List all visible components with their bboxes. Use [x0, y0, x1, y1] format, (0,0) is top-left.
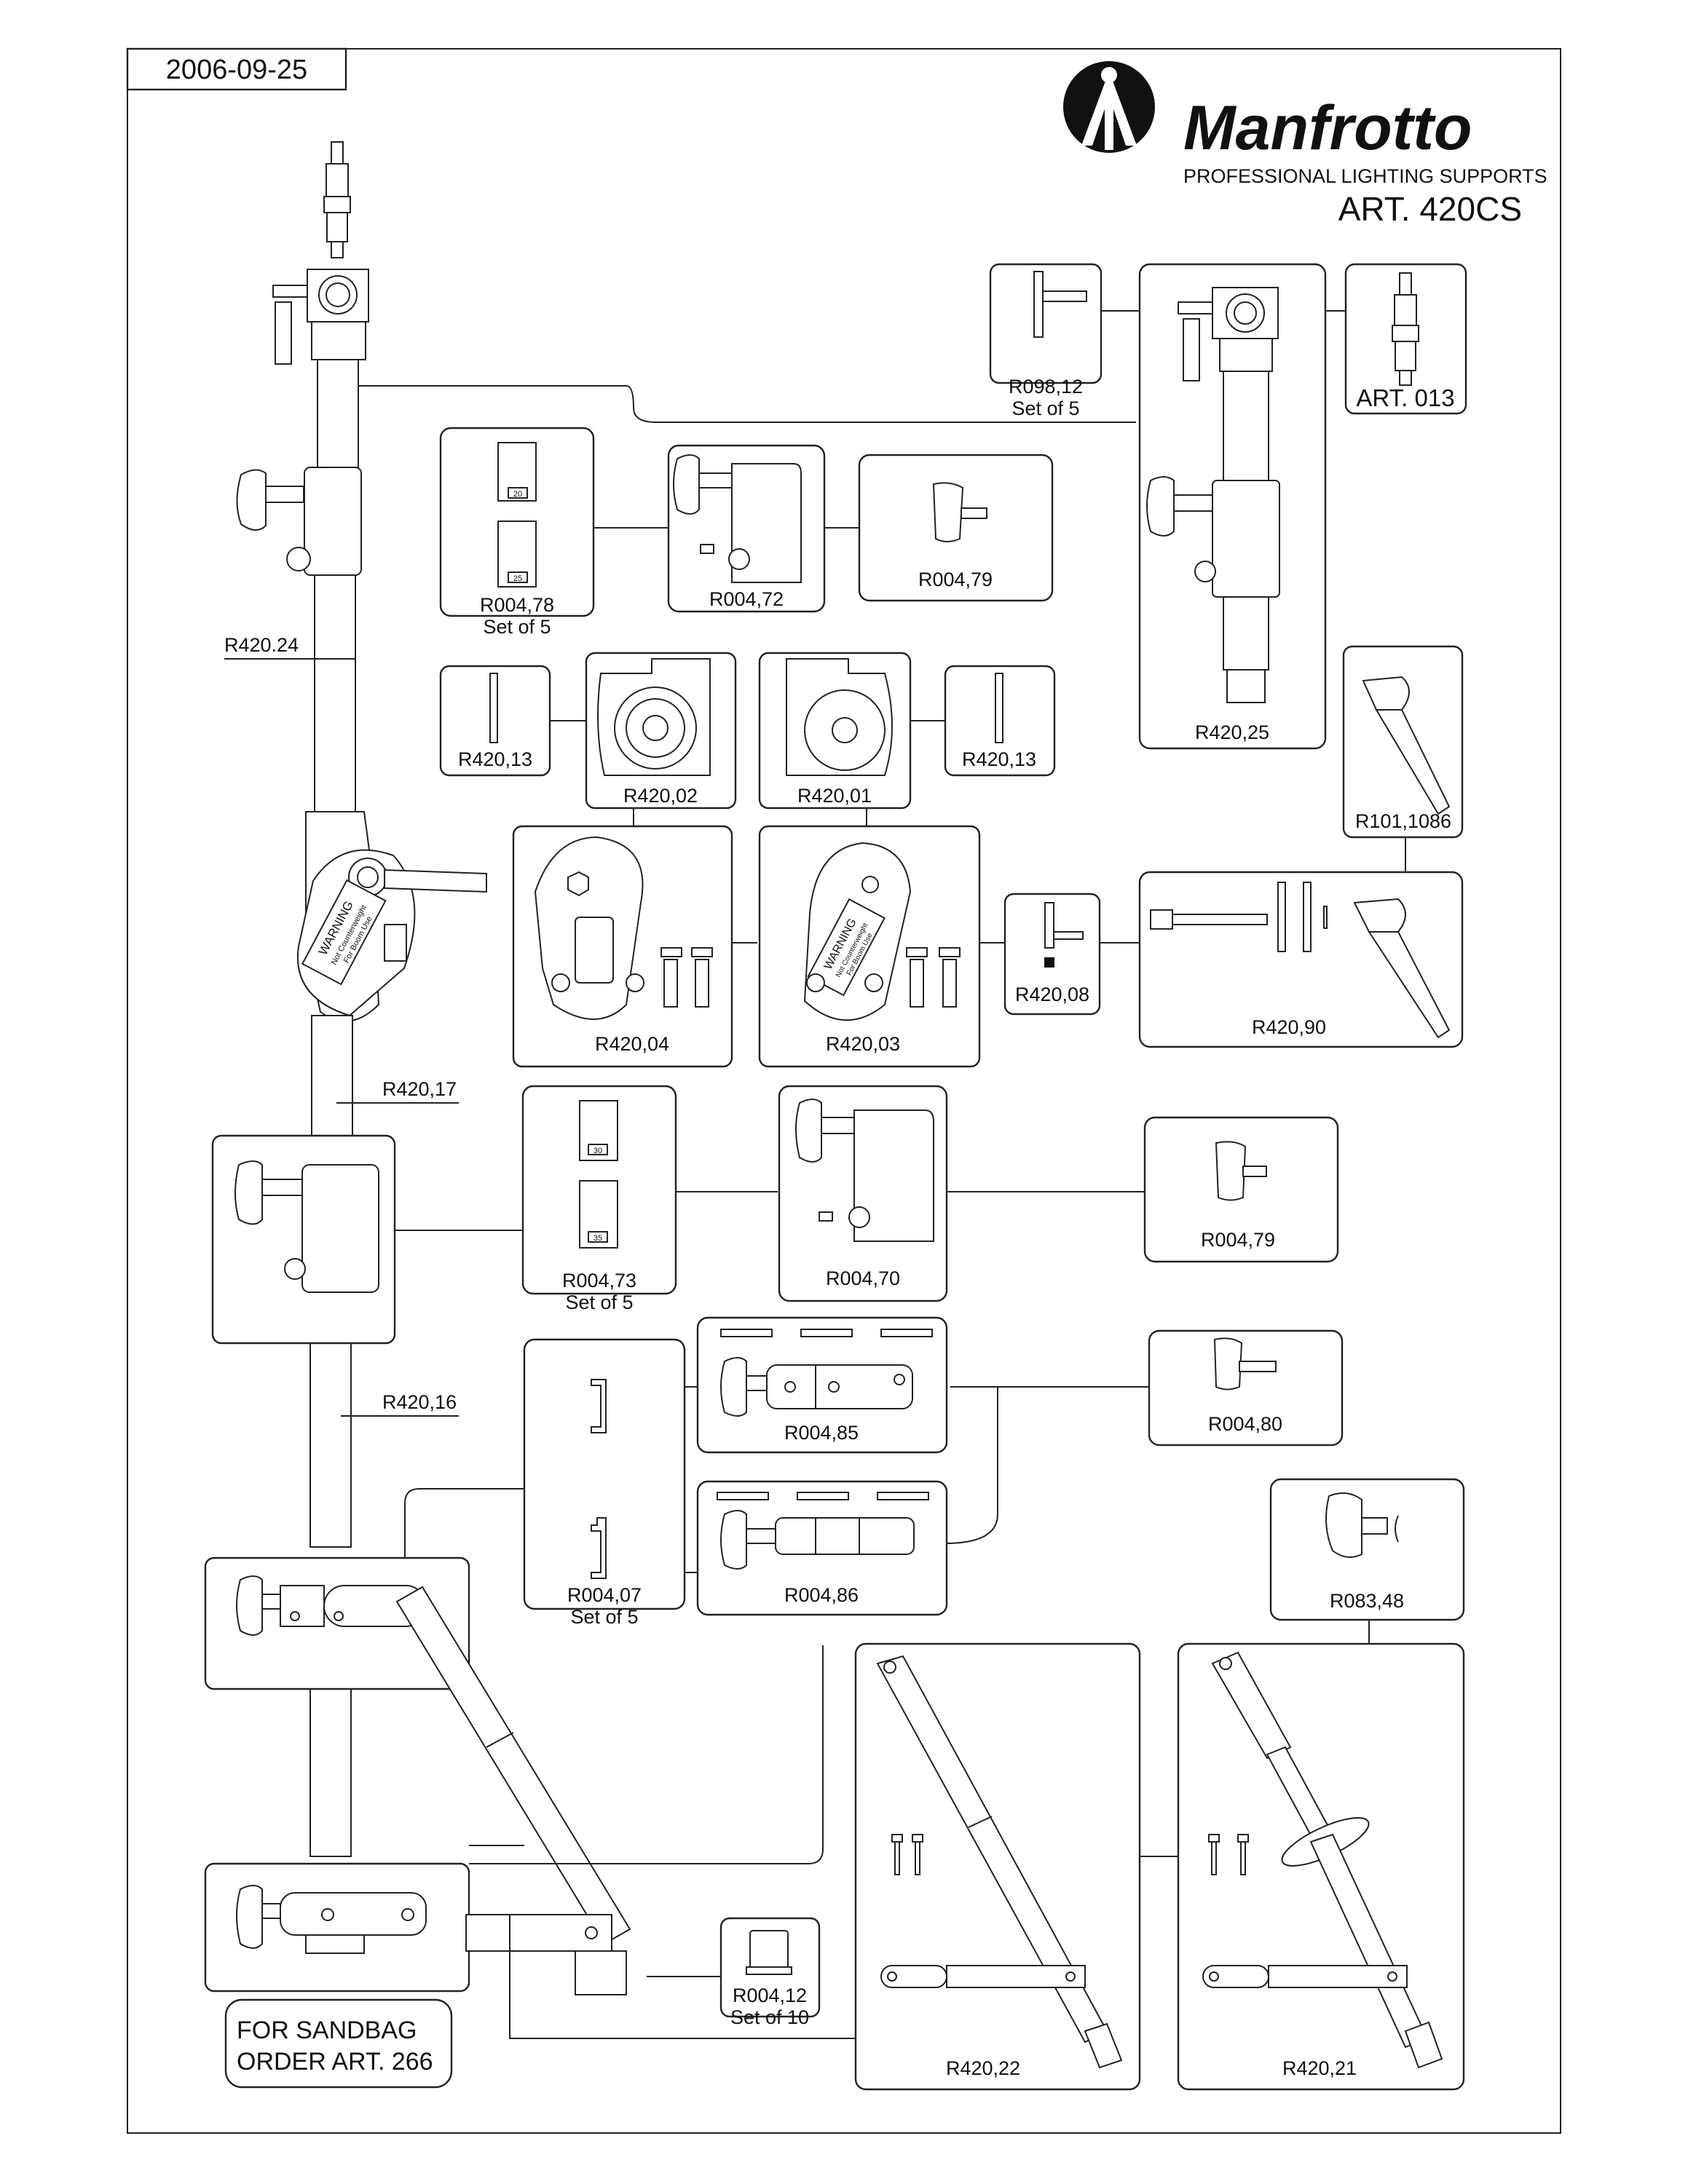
sheet-frame	[127, 48, 1561, 2134]
part-r004-85: R004,85	[696, 1316, 948, 1454]
part-r420-01: R420,01	[758, 652, 912, 810]
part-r098-12: R098,12 Set of 5	[989, 263, 1103, 419]
label-r420-04: R420,04	[595, 1033, 669, 1055]
part-r004-70: R004,70	[778, 1085, 948, 1302]
label-r004-79-top: R004,79	[918, 569, 993, 590]
label-r420-24: R420.24	[224, 634, 299, 656]
article-number: ART. 420CS	[1338, 190, 1522, 228]
mark-20: 20	[513, 490, 522, 499]
bottom-clamp-group	[204, 1862, 470, 1993]
upper-tube	[317, 359, 359, 470]
part-r004-79-bottom: R004,79	[1143, 1116, 1339, 1263]
part-r004-86: R004,86	[696, 1480, 948, 1616]
label-r101-1086: R101,1086	[1355, 810, 1451, 832]
label-r004-73: R004,73	[562, 1270, 636, 1291]
label-r004-70: R004,70	[826, 1267, 900, 1289]
sandbag-note: FOR SANDBAG ORDER ART. 266	[224, 1998, 453, 2089]
middle-clamp-group	[211, 1134, 396, 1345]
mark-25: 25	[513, 574, 522, 583]
middle-tube	[314, 574, 356, 816]
part-r004-12: R004,12 Set of 10	[719, 1917, 821, 2028]
qty-r098-12: Set of 5	[1011, 397, 1079, 419]
pivot-block: WARNING Not Counterweight For Boom Use	[296, 811, 487, 1022]
part-r420-08: R420,08	[1003, 893, 1101, 1016]
label-r420-13-right: R420,13	[962, 748, 1036, 770]
head-clamp	[272, 269, 369, 365]
label-r004-12: R004,12	[733, 1985, 807, 2006]
brand-name: Manfrotto	[1183, 93, 1472, 163]
manfrotto-logo: Manfrotto PROFESSIONAL LIGHTING SUPPORTS…	[1063, 61, 1547, 228]
note-line-2: ORDER ART. 266	[237, 2048, 433, 2076]
part-r004-73: 30 35 R004,73 Set of 5	[521, 1085, 677, 1313]
label-r098-12: R098,12	[1009, 376, 1083, 397]
label-r004-86: R004,86	[784, 1584, 859, 1606]
part-r101-1086: R101,1086	[1342, 645, 1464, 839]
label-r420-08: R420,08	[1015, 984, 1089, 1005]
top-spigot	[323, 141, 351, 258]
note-line-1: FOR SANDBAG	[237, 2017, 417, 2044]
part-r420-90: R420,90	[1138, 871, 1464, 1048]
label-r004-85: R004,85	[784, 1422, 859, 1444]
label-r420-90: R420,90	[1252, 1016, 1326, 1038]
label-r420-02: R420,02	[623, 785, 698, 807]
qty-r004-12: Set of 10	[730, 2006, 809, 2028]
mark-35: 35	[593, 1234, 602, 1243]
date-label: 2006-09-25	[166, 55, 307, 85]
part-r004-78: 20 25 R004,78 Set of 5	[439, 427, 595, 638]
label-r420-16: R420,16	[382, 1391, 457, 1413]
label-r004-80: R004,80	[1208, 1413, 1282, 1435]
label-art-013: ART. 013	[1356, 384, 1454, 411]
part-r420-21: R420,21	[1177, 1642, 1465, 2091]
label-r004-78: R004,78	[480, 594, 554, 616]
part-r420-13-left: R420,13	[439, 665, 551, 777]
part-r420-03: WARNING Not Counterweight For Boom Use R…	[758, 825, 981, 1068]
main-boom-assembly: R420.24 WARNING Not Counterweight For Bo…	[224, 141, 487, 1857]
part-r004-80: R004,80	[1148, 1329, 1344, 1447]
label-r420-25: R420,25	[1195, 721, 1269, 743]
brand-tagline: PROFESSIONAL LIGHTING SUPPORTS	[1183, 165, 1547, 187]
part-r004-72: R004,72	[667, 444, 826, 613]
part-r420-13-right: R420,13	[944, 665, 1056, 777]
diagonal-brace	[395, 1586, 631, 1995]
label-r420-03: R420,03	[826, 1033, 900, 1055]
label-r420-22: R420,22	[946, 2057, 1020, 2079]
part-art-013: ART. 013	[1344, 263, 1467, 415]
label-r420-01: R420,01	[797, 785, 872, 807]
label-r420-17: R420,17	[382, 1078, 457, 1100]
upper-clamp	[236, 467, 362, 576]
qty-r004-78: Set of 5	[483, 616, 551, 638]
label-r420-13-left: R420,13	[458, 748, 532, 770]
label-r004-07: R004,07	[567, 1584, 642, 1606]
date-tab: 2006-09-25	[126, 47, 347, 91]
label-r420-21: R420,21	[1282, 2057, 1357, 2079]
part-r004-07: R004,07 Set of 5	[523, 1338, 686, 1628]
part-r420-25: R420,25	[1138, 263, 1327, 750]
label-r004-79-bottom: R004,79	[1201, 1229, 1275, 1251]
label-r083-48: R083,48	[1330, 1590, 1404, 1612]
part-r420-22: R420,22	[854, 1642, 1141, 2091]
part-r420-02: R420,02	[585, 652, 737, 810]
qty-r004-07: Set of 5	[570, 1606, 638, 1628]
qty-r004-73: Set of 5	[565, 1291, 633, 1313]
part-r420-04: R420,04	[512, 825, 733, 1068]
mark-30: 30	[593, 1147, 602, 1155]
label-r004-72: R004,72	[709, 588, 784, 610]
part-r083-48: R083,48	[1269, 1478, 1465, 1621]
part-r004-79-top: R004,79	[858, 454, 1054, 602]
